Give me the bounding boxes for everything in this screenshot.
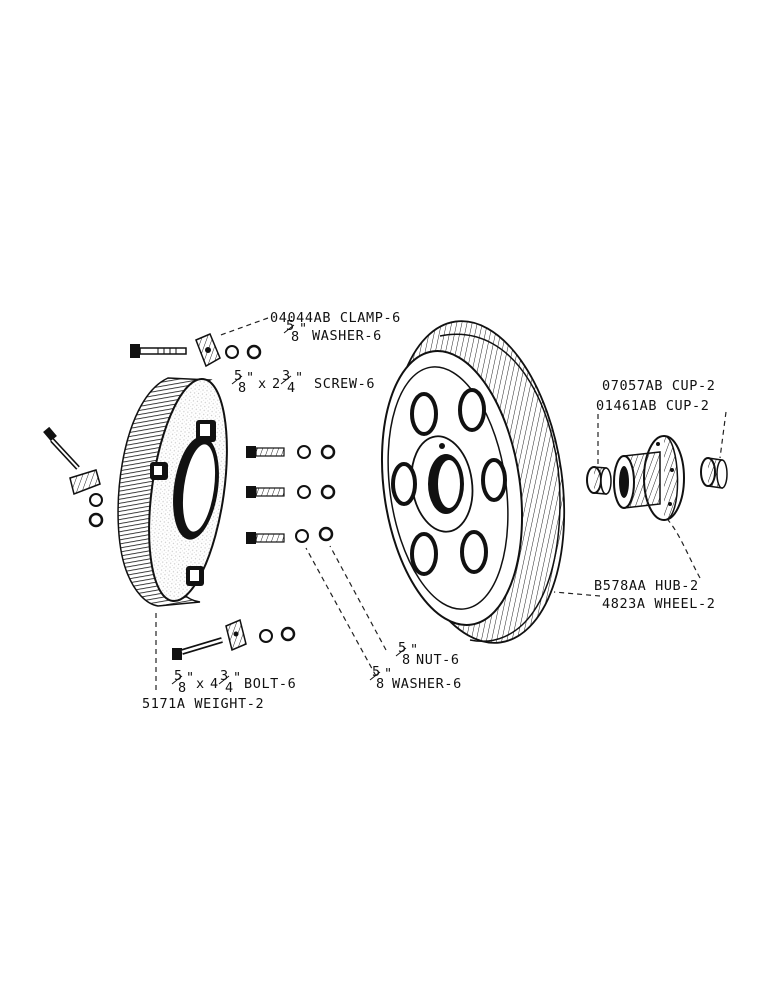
cup-right <box>700 457 728 489</box>
screw-frac-den: 8 <box>238 380 247 396</box>
left-clamp <box>69 469 101 496</box>
hub-label: B578AA HUB-2 <box>594 578 699 594</box>
wheel-part <box>380 320 566 644</box>
cup-left <box>586 466 612 495</box>
top-clamp <box>195 333 221 368</box>
washer-top-frac-num: 5 <box>286 318 295 334</box>
bolt-inch-1: " <box>186 670 195 686</box>
top-washer <box>225 344 262 360</box>
cup-upper-label: 07057AB CUP-2 <box>602 378 715 394</box>
clamp-label: 04044AB CLAMP-6 <box>270 310 401 326</box>
screw-row-1 <box>246 444 336 460</box>
washer-bottom-frac-den: 8 <box>376 676 385 692</box>
weight-part <box>117 377 228 607</box>
bolt-label: BOLT-6 <box>244 676 296 692</box>
screw-row-2 <box>246 484 336 500</box>
nut-frac-num: 5 <box>398 640 407 656</box>
screw-inch-1: " <box>246 370 255 386</box>
bolt-times: x <box>196 676 205 692</box>
screw-times: x <box>258 376 267 392</box>
screw-inch-2: " <box>295 370 304 386</box>
wheel-label: 4823A WHEEL-2 <box>602 596 715 612</box>
washer-bottom-inch: " <box>384 666 393 682</box>
left-washer-nut <box>88 493 104 528</box>
leader-lines <box>155 317 727 690</box>
bolt-inch-2: " <box>233 670 242 686</box>
washer-bottom-frac-num: 5 <box>372 664 381 680</box>
nut-inch: " <box>410 642 419 658</box>
bolt-frac-den: 8 <box>178 680 187 696</box>
screw-frac2-den: 4 <box>287 380 296 396</box>
bolt-frac-num: 5 <box>174 668 183 684</box>
hub-part <box>613 435 685 521</box>
cup-lower-label: 01461AB CUP-2 <box>596 398 709 414</box>
bottom-bolt <box>172 637 223 660</box>
left-bolt <box>43 426 80 470</box>
bolt-frac2-den: 4 <box>225 680 234 696</box>
washer-top-frac-den: 8 <box>291 329 300 345</box>
washer-top-inch: " <box>299 321 308 337</box>
weight-label: 5171A WEIGHT-2 <box>142 696 264 712</box>
screw-frac2-num: 3 <box>282 368 291 384</box>
screw-label: SCREW-6 <box>314 376 375 392</box>
top-bolt <box>130 344 187 358</box>
bolt-frac2-num: 3 <box>220 668 229 684</box>
nut-frac-den: 8 <box>402 652 411 668</box>
bottom-washer-nut <box>259 626 296 643</box>
washer-bottom-label: WASHER-6 <box>392 676 462 692</box>
nut-label: NUT-6 <box>416 652 460 668</box>
bolt-whole: 4 <box>210 676 219 692</box>
screw-row-3 <box>246 526 334 544</box>
labels: 04044AB CLAMP-6 5 8 " WASHER-6 5 8 " x 2… <box>142 310 715 712</box>
bottom-clamp <box>225 618 247 652</box>
washer-top-label: WASHER-6 <box>312 328 382 344</box>
screw-whole: 2 <box>272 376 281 392</box>
screw-frac-num: 5 <box>234 368 243 384</box>
